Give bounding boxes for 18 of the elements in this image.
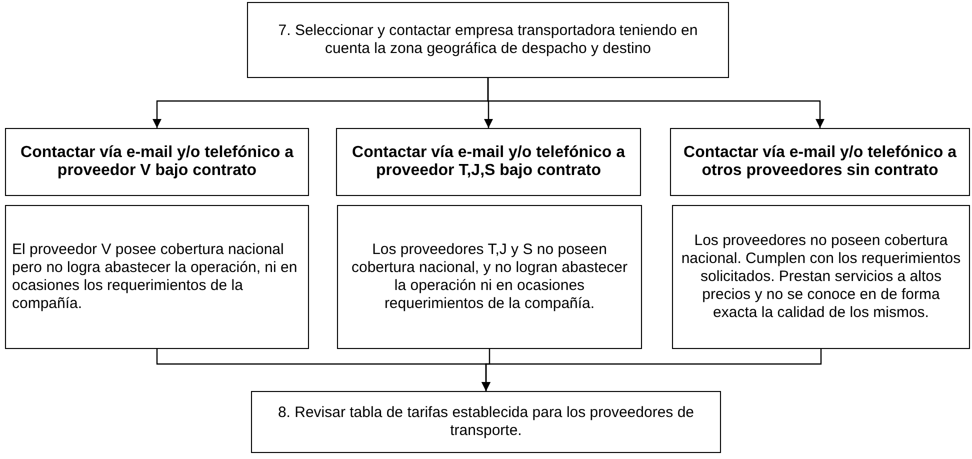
box-text: 8. Revisar tabla de tarifas establecida para los proveedores de transporte.	[276, 404, 696, 440]
header-text: Contactar vía e-mail y/o telefónico a otros proveedores sin contrato	[682, 144, 958, 180]
header-box	[670, 128, 970, 196]
box-text: El proveedor V posee cobertura nacional pero no logra abastecer la operación, ni en ocasiones los requerimientos de la compañía.	[12, 241, 298, 313]
process-box	[672, 205, 970, 349]
process-box	[5, 205, 309, 349]
header-box	[5, 128, 309, 196]
box-text: Los proveedores no poseen cobertura nacional. Cumplen con los requerimientos solicitados. Prestan servicios a altos precios y no se conoce en de forma exacta la calidad de los mismos.	[680, 232, 962, 322]
header-text: Contactar vía e-mail y/o telefónico a proveedor V bajo contrato	[20, 144, 295, 180]
box-text: 7. Seleccionar y contactar empresa transportadora teniendo en cuenta la zona geográfica de despacho y destino	[277, 22, 699, 58]
process-box	[247, 2, 729, 78]
arrow	[487, 78, 824, 128]
header-text: Contactar vía e-mail y/o telefónico a proveedor T,J,S bajo contrato	[351, 144, 626, 180]
box-text: Los proveedores T,J y S no poseen cobertura nacional, y no logran abastecer la operación ni en ocasiones requerimientos de la compañía.	[350, 241, 628, 313]
arrow	[482, 349, 822, 391]
process-box	[251, 391, 721, 453]
header-box	[336, 128, 641, 196]
process-box	[337, 205, 642, 349]
